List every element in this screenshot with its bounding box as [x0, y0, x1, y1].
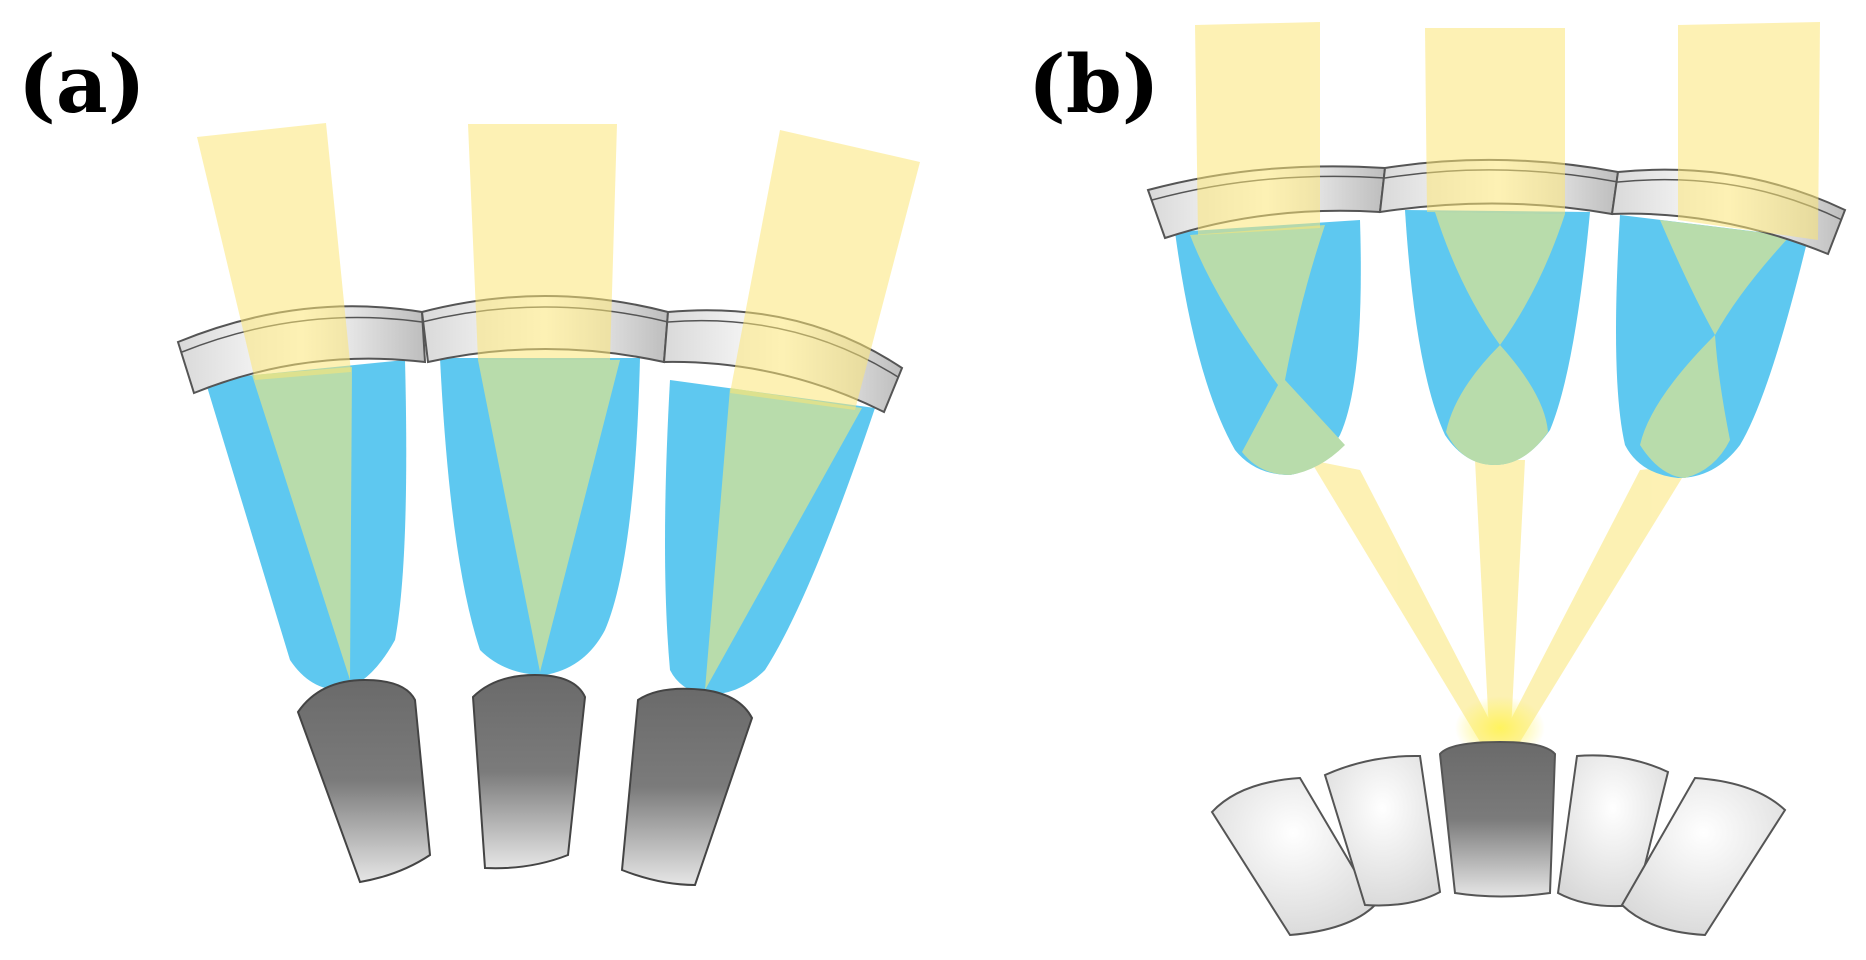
- overlap-wedge: [478, 360, 620, 672]
- panel-label-b: (b): [1028, 37, 1160, 131]
- yellow-beam: [730, 130, 920, 410]
- overlap-wedge: [705, 388, 862, 690]
- panel-b-detector-ring: [1210, 740, 1787, 937]
- idle-detector: [1556, 754, 1670, 908]
- panel-a-detectors: [296, 673, 754, 887]
- overlap-wedge: [1435, 212, 1565, 465]
- panel-a-yellow-beams: [197, 123, 920, 410]
- panel-label-a: (a): [18, 37, 146, 131]
- active-detector: [1438, 740, 1557, 898]
- panel-a: (a): [18, 37, 920, 887]
- yellow-beam: [1195, 22, 1320, 235]
- panel-b-green-overlap: [1190, 212, 1790, 478]
- panel-b-yellow-beams: [1195, 22, 1820, 240]
- panel-a-green-overlap: [252, 360, 862, 690]
- overlap-wedge: [252, 367, 352, 680]
- yellow-beam: [468, 124, 617, 360]
- idle-detector: [1620, 776, 1787, 937]
- detector-element: [620, 687, 754, 887]
- idle-detector: [1323, 754, 1442, 907]
- yellow-beam: [197, 123, 351, 380]
- yellow-beam: [1475, 460, 1525, 750]
- yellow-beam: [1425, 28, 1565, 214]
- overlap-wedge: [1190, 225, 1345, 475]
- yellow-beam: [1678, 22, 1820, 240]
- detector-element: [471, 673, 587, 870]
- yellow-beam: [1310, 460, 1505, 750]
- detector-element: [296, 678, 432, 884]
- panel-b: (b): [1028, 22, 1847, 937]
- overlap-wedge: [1640, 220, 1790, 478]
- yellow-beam: [1495, 465, 1690, 750]
- panel-b-converging-beams: [1310, 460, 1690, 750]
